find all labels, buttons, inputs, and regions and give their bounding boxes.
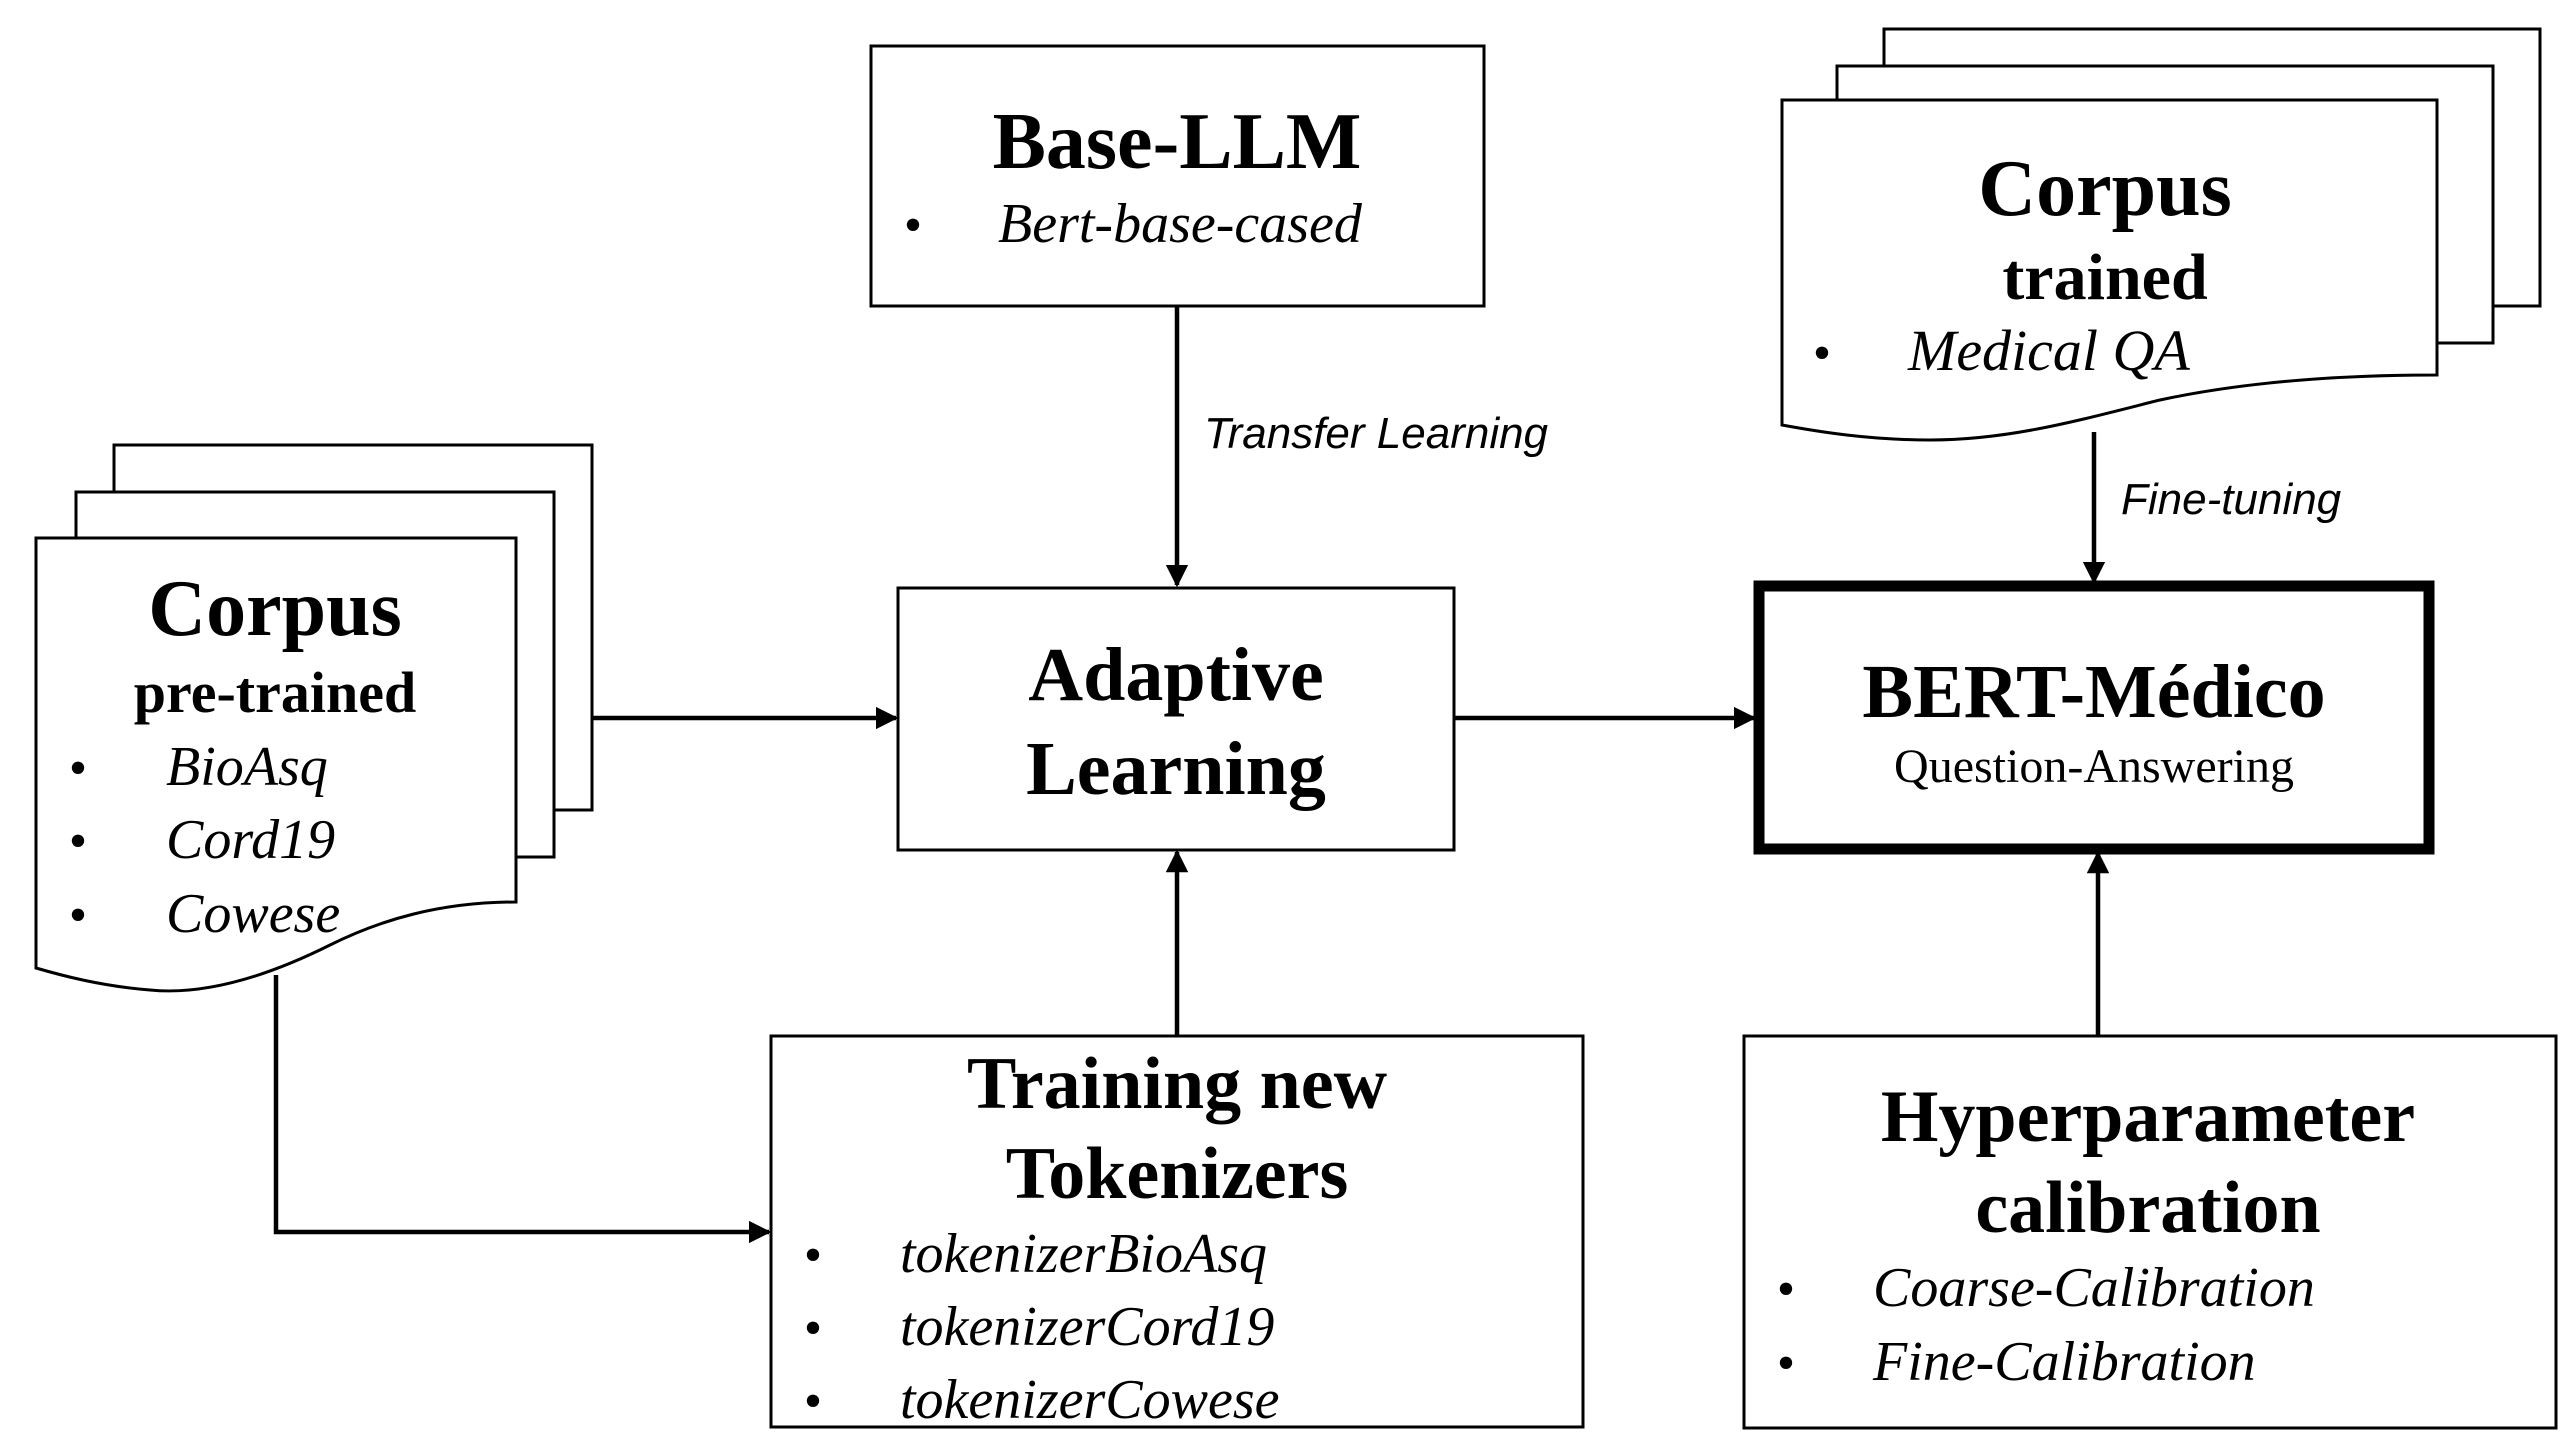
base-llm-node: Base-LLM • Bert-base-cased (869, 44, 1486, 308)
bert-medico-box (1753, 580, 2435, 855)
corpus-pretrained-item: Cord19 (166, 809, 335, 871)
corpus-pretrained-front-page (34, 536, 518, 993)
corpus-trained-subtitle: trained (2002, 241, 2207, 314)
bullet-icon: • (804, 1227, 822, 1284)
training-tokenizers-title-line1: Training new (967, 1043, 1388, 1125)
corpus-pretrained-item: Cowese (166, 883, 340, 945)
bert-medico-title: BERT-Médico (1862, 650, 2325, 734)
adaptive-learning-box (896, 586, 1456, 852)
bullet-icon: • (904, 197, 922, 254)
hyperparameter-title-line2: calibration (1975, 1167, 2320, 1249)
arrow-corpus-to-tokenizers (273, 975, 772, 1244)
fine-tuning-label: Fine-tuning (2121, 475, 2342, 524)
corpus-pretrained-item: BioAsq (166, 736, 328, 798)
hyperparameter-node: Hyperparameter calibration • Coarse-Cali… (1742, 1034, 2558, 1430)
hyperparameter-box (1742, 1034, 2558, 1430)
corpus-trained-item: Medical QA (1907, 318, 2190, 383)
corpus-pretrained-subtitle: pre-trained (134, 660, 416, 725)
base-llm-box (869, 44, 1486, 308)
hyperparameter-item: Coarse-Calibration (1873, 1257, 2315, 1319)
training-tokenizers-item: tokenizerBioAsq (900, 1223, 1267, 1285)
hyperparameter-item: Fine-Calibration (1872, 1331, 2256, 1393)
bullet-icon: • (804, 1300, 822, 1357)
corpus-trained-node: Corpus trained • Medical QA (1780, 27, 2542, 442)
bullet-icon: • (1813, 325, 1831, 382)
training-tokenizers-title-line2: Tokenizers (1006, 1133, 1349, 1215)
bullet-icon: • (804, 1373, 822, 1430)
corpus-pretrained-title: Corpus (148, 565, 401, 653)
transfer-learning-label: Transfer Learning (1204, 409, 1549, 458)
corpus-trained-title: Corpus (1978, 145, 2231, 233)
training-tokenizers-item: tokenizerCord19 (900, 1296, 1274, 1358)
adaptive-learning-node: Adaptive Learning (896, 586, 1456, 852)
base-llm-title: Base-LLM (993, 98, 1362, 186)
bert-medico-node: BERT-Médico Question-Answering (1753, 580, 2435, 855)
bullet-icon: • (69, 887, 87, 944)
bullet-icon: • (69, 740, 87, 797)
corpus-pretrained-node: Corpus pre-trained • BioAsq • Cord19 • C… (34, 443, 594, 993)
hyperparameter-title-line1: Hyperparameter (1881, 1076, 2415, 1158)
corpus-trained-front-page (1780, 98, 2439, 442)
bullet-icon: • (1777, 1335, 1795, 1392)
training-tokenizers-item: tokenizerCowese (900, 1369, 1279, 1431)
bert-medico-subtitle: Question-Answering (1894, 740, 2294, 793)
base-llm-item: Bert-base-cased (998, 193, 1363, 255)
bullet-icon: • (1777, 1261, 1795, 1318)
adaptive-learning-title-line2: Learning (1026, 727, 1326, 811)
bullet-icon: • (69, 813, 87, 870)
adaptive-learning-title-line1: Adaptive (1028, 633, 1324, 717)
training-tokenizers-node: Training new Tokenizers • tokenizerBioAs… (769, 1034, 1585, 1431)
